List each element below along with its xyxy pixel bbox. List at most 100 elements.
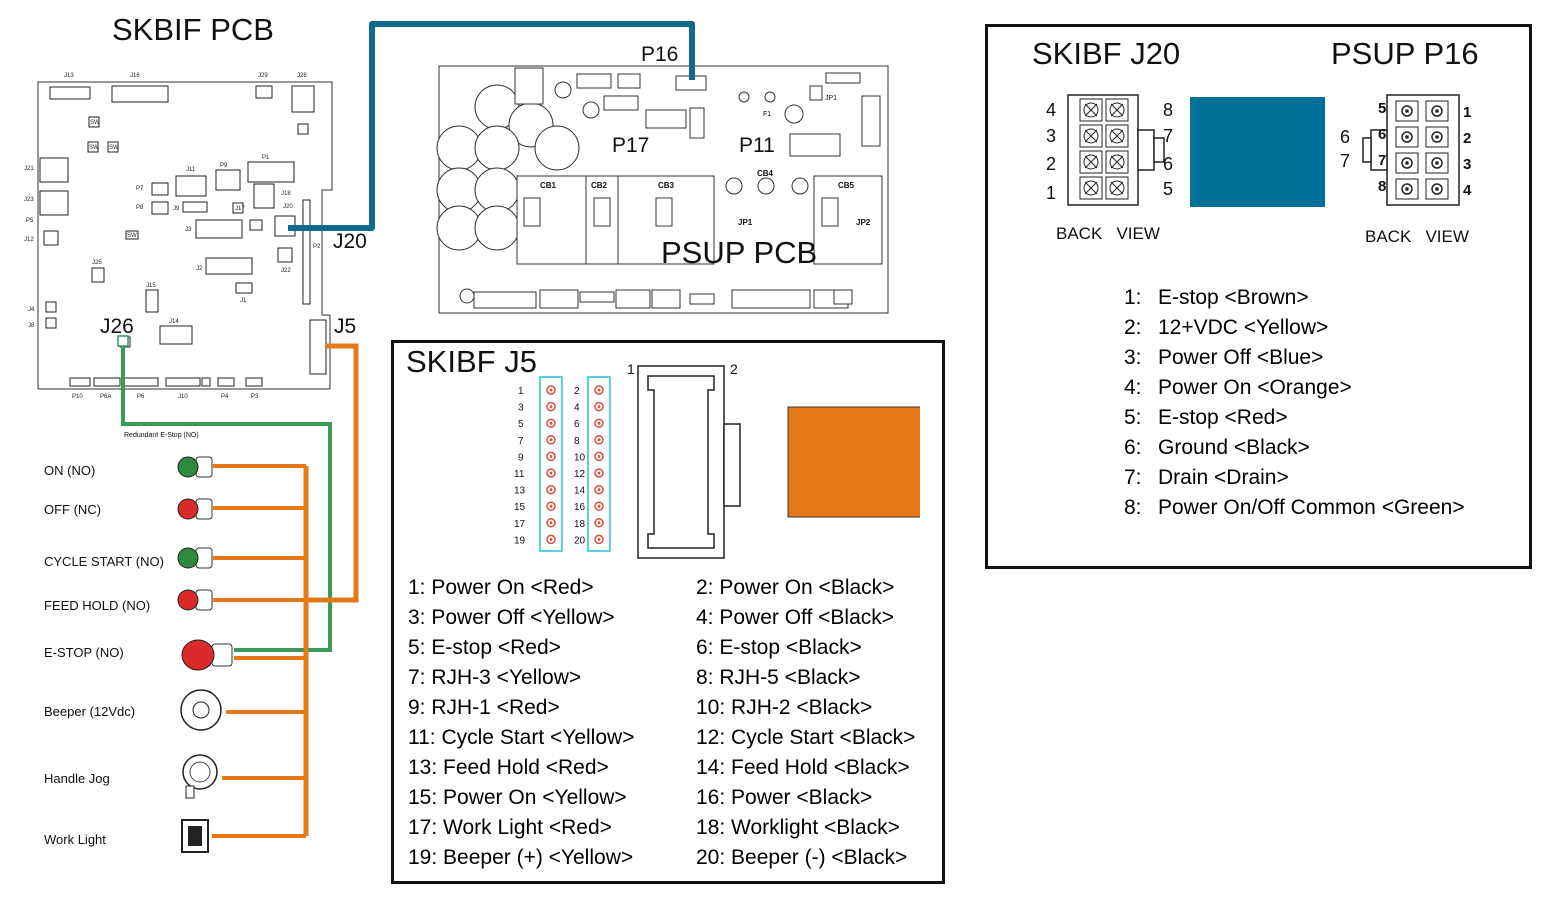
switch-label-handle-jog: Handle Jog (44, 771, 110, 786)
svg-text:J2: J2 (196, 266, 203, 272)
redundant-estop-label: Redundant E-Stop (NO) (124, 432, 199, 439)
j5-legend-right: 2: Power On <Black> 4: Power Off <Black>… (696, 573, 915, 873)
j5-pin-5: 5: E-stop <Red> (408, 636, 561, 659)
svg-text:P10: P10 (72, 394, 83, 400)
j5-pin-number: 9 (518, 452, 524, 463)
svg-text:CB3: CB3 (658, 181, 675, 190)
j5-pin-10: 10: RJH-2 <Black> (696, 696, 873, 719)
svg-text:P5: P5 (26, 218, 34, 224)
switch-label-feed-hold: FEED HOLD (NO) (44, 598, 151, 613)
j5-pin-number: 19 (514, 535, 526, 546)
j5-pin-number: 6 (574, 419, 580, 430)
handle-jog-icon (182, 754, 218, 799)
j20-legend: 1:E-stop <Brown> 2:12+VDC <Yellow> 3:Pow… (1124, 283, 1465, 523)
svg-text:P7: P7 (136, 186, 144, 192)
svg-text:J10: J10 (178, 394, 188, 400)
green-redundant-wire (121, 346, 332, 652)
j5-pin-19: 19: Beeper (+) <Yellow> (408, 846, 634, 869)
svg-text:3: 3 (1463, 156, 1471, 173)
svg-text:SW: SW (90, 120, 100, 126)
j5-callout: J5 (334, 315, 356, 338)
svg-text:CB5: CB5 (838, 181, 855, 190)
svg-text:3: 3 (1046, 126, 1056, 146)
j5-pin-number: 20 (574, 535, 586, 546)
j5-pin-number: 5 (518, 419, 524, 430)
j5-pin-7: 7: RJH-3 <Yellow> (408, 666, 582, 689)
psup-parts (473, 67, 883, 309)
p16-title: PSUP P16 (1331, 36, 1479, 71)
j20-legend-item-7: 7:Drain <Drain> (1124, 466, 1289, 489)
j5-pin-11: 11: Cycle Start <Yellow> (408, 726, 635, 749)
svg-text:SW: SW (109, 145, 119, 151)
svg-text:6: 6 (1163, 154, 1173, 174)
switch-label-off: OFF (NC) (44, 502, 102, 517)
svg-text:CB4: CB4 (757, 169, 774, 178)
j20-legend-item-4: 4:Power On <Orange> (1124, 376, 1352, 399)
svg-text:J17: J17 (235, 206, 245, 212)
svg-text:J13: J13 (64, 73, 74, 79)
svg-text:J25: J25 (92, 260, 102, 266)
j5-pin-12: 12: Cycle Start <Black> (696, 726, 916, 749)
j5-pin-2: 2: Power On <Black> (696, 576, 895, 599)
cycle-start-button-icon (177, 547, 213, 569)
svg-text:J23: J23 (24, 197, 34, 203)
j5-pin-8: 8: RJH-5 <Black> (696, 666, 861, 689)
beeper-icon (180, 689, 222, 731)
j20-p16-pinout-box (985, 24, 1532, 569)
skbif-pcb-parts (39, 85, 327, 387)
j5-pin-number: 8 (574, 436, 580, 447)
skbif-pcb-outline (37, 81, 333, 390)
svg-text:7: 7 (1163, 126, 1173, 146)
svg-text:8: 8 (1378, 178, 1386, 195)
svg-text:2: 2 (730, 361, 738, 377)
svg-text:CB1: CB1 (540, 181, 557, 190)
work-light-rocker-icon (181, 819, 209, 853)
skbif-pcb-title: SKBIF PCB (112, 12, 274, 47)
j5-pin-number: 13 (514, 486, 526, 497)
svg-text:J29: J29 (258, 73, 268, 79)
j5-pin-number: 16 (574, 502, 586, 513)
j5-pin-9: 9: RJH-1 <Red> (408, 696, 560, 719)
skbif-pcb-labels: J13 J16 J29 J28 SW SW SW J21 J23 P5 J12 … (24, 73, 321, 400)
j5-pin-14: 14: Feed Hold <Black> (696, 756, 910, 779)
j5-plug-outline (637, 365, 741, 559)
j5-pin-16: 16: Power <Black> (696, 786, 873, 809)
psup-labels: P16 P17 P11 PSUP PCB CB1 CB2 CB3 CB4 CB5… (540, 43, 871, 270)
j20-legend-item-5: 5:E-stop <Red> (1124, 406, 1288, 429)
svg-text:J4: J4 (28, 307, 35, 313)
orange-harness-j5 (306, 343, 359, 603)
svg-text:F1: F1 (763, 111, 771, 118)
svg-text:P17: P17 (612, 134, 649, 157)
svg-text:1: 1 (1463, 104, 1471, 121)
j5-pin-4: 4: Power Off <Black> (696, 606, 895, 629)
j5-orange-swatch (787, 406, 920, 518)
svg-text:2: 2 (1046, 154, 1056, 174)
j5-pin-number: 3 (518, 403, 524, 414)
j5-pin-number: 10 (574, 452, 586, 463)
svg-text:J12: J12 (24, 237, 34, 243)
svg-text:J9: J9 (173, 206, 180, 212)
svg-text:P3: P3 (251, 394, 259, 400)
svg-text:J11: J11 (186, 167, 196, 173)
svg-text:JP2: JP2 (856, 218, 871, 227)
svg-text:P8: P8 (136, 205, 144, 211)
j26-callout: J26 (100, 315, 134, 338)
off-button-icon (177, 498, 213, 520)
j5-legend-left: 1: Power On <Red> 3: Power Off <Yellow> … (408, 573, 634, 873)
j5-pin-number: 4 (574, 403, 580, 414)
svg-text:7: 7 (1378, 152, 1386, 169)
svg-text:J28: J28 (297, 73, 307, 79)
j5-pin-17: 17: Work Light <Red> (408, 816, 612, 839)
j20-callout: J20 (333, 230, 367, 253)
j5-pin-number: 14 (574, 486, 586, 497)
j5-pin-number: 18 (574, 519, 586, 530)
svg-text:5: 5 (1378, 100, 1386, 117)
svg-text:7: 7 (1340, 151, 1350, 171)
j20-legend-item-6: 6:Ground <Black> (1124, 436, 1310, 459)
svg-text:1: 1 (1046, 183, 1056, 203)
j20-nums: 4 3 2 1 8 7 6 5 (1046, 100, 1173, 203)
svg-text:5: 5 (1163, 179, 1173, 199)
j20-legend-item-3: 3:Power Off <Blue> (1124, 346, 1324, 369)
j20-legend-item-8: 8:Power On/Off Common <Green> (1124, 496, 1465, 519)
